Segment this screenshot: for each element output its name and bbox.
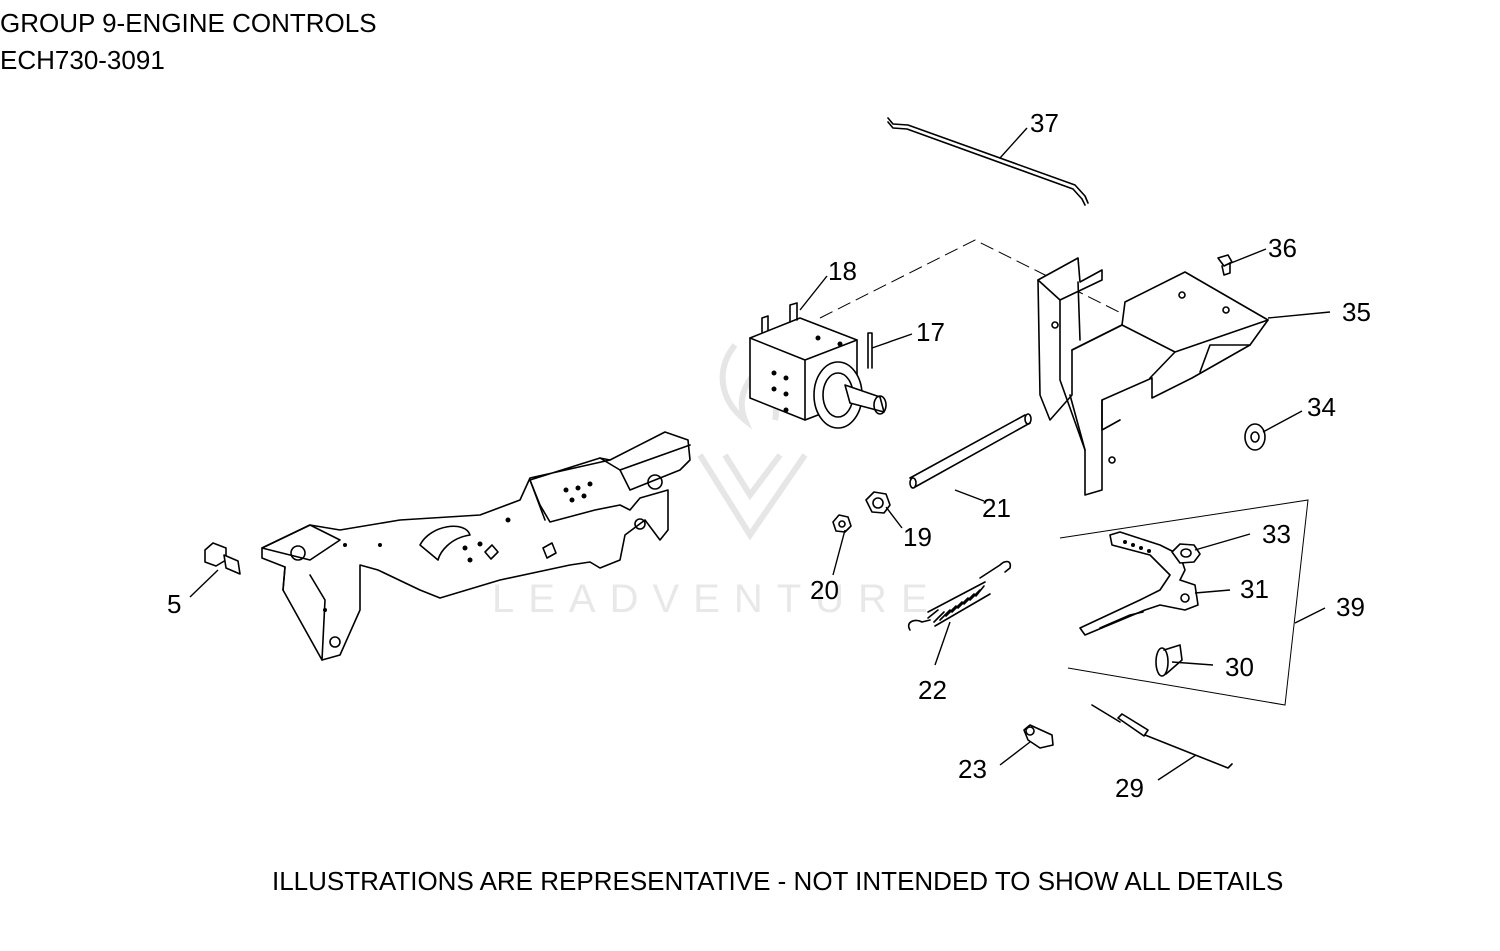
- callout-20[interactable]: 20: [810, 575, 839, 605]
- callout-17[interactable]: 17: [916, 317, 945, 347]
- part-30-pin: [1155, 644, 1183, 677]
- callout-33[interactable]: 33: [1262, 519, 1291, 549]
- callout-22[interactable]: 22: [918, 675, 947, 705]
- callout-36[interactable]: 36: [1268, 233, 1297, 263]
- callout-23[interactable]: 23: [958, 754, 987, 784]
- part-29-spring: [1091, 704, 1233, 769]
- leader-lines: [189, 127, 1331, 781]
- callout-19[interactable]: 19: [903, 522, 932, 552]
- part-5-bolt: [204, 542, 241, 575]
- part-33-nut: [1171, 543, 1201, 564]
- callout-34[interactable]: 34: [1307, 392, 1336, 422]
- part-19-nut: [865, 491, 891, 514]
- part-22-spring: [907, 560, 1012, 631]
- disclaimer: ILLUSTRATIONS ARE REPRESENTATIVE - NOT I…: [272, 866, 1284, 896]
- part-21-shaft: [909, 413, 1032, 489]
- part-36-screw: [1217, 254, 1233, 276]
- callout-31[interactable]: 31: [1240, 574, 1269, 604]
- watermark-text: LEADVENTURE: [492, 577, 942, 621]
- part-35-bracket: [1037, 257, 1269, 496]
- alignment-line: [819, 239, 1196, 351]
- model-number: ECH730-3091: [0, 45, 165, 75]
- callout-21[interactable]: 21: [982, 493, 1011, 523]
- part-23-clip: [1023, 724, 1054, 749]
- watermark: LEADVENTURE: [492, 343, 942, 621]
- part-34-washer: [1244, 423, 1266, 451]
- part-37-rod: [887, 117, 1089, 206]
- callout-30[interactable]: 30: [1225, 652, 1254, 682]
- part-18-solenoid: [749, 302, 887, 429]
- watermark-v-icon: [697, 453, 808, 541]
- callout-29[interactable]: 29: [1115, 773, 1144, 803]
- control-plate: [261, 431, 691, 661]
- callout-5[interactable]: 5: [167, 589, 181, 619]
- callouts: 37 36 35 34 18 17 21 19 20 33 31 39 30 2…: [167, 108, 1371, 803]
- part-17-pin: [867, 332, 873, 369]
- part-20-nut: [832, 514, 852, 533]
- callout-18[interactable]: 18: [828, 256, 857, 286]
- assembly-39-boundary: [1059, 499, 1309, 706]
- callout-39[interactable]: 39: [1336, 592, 1365, 622]
- callout-37[interactable]: 37: [1030, 108, 1059, 138]
- group-title: GROUP 9-ENGINE CONTROLS: [0, 8, 377, 38]
- callout-35[interactable]: 35: [1342, 297, 1371, 327]
